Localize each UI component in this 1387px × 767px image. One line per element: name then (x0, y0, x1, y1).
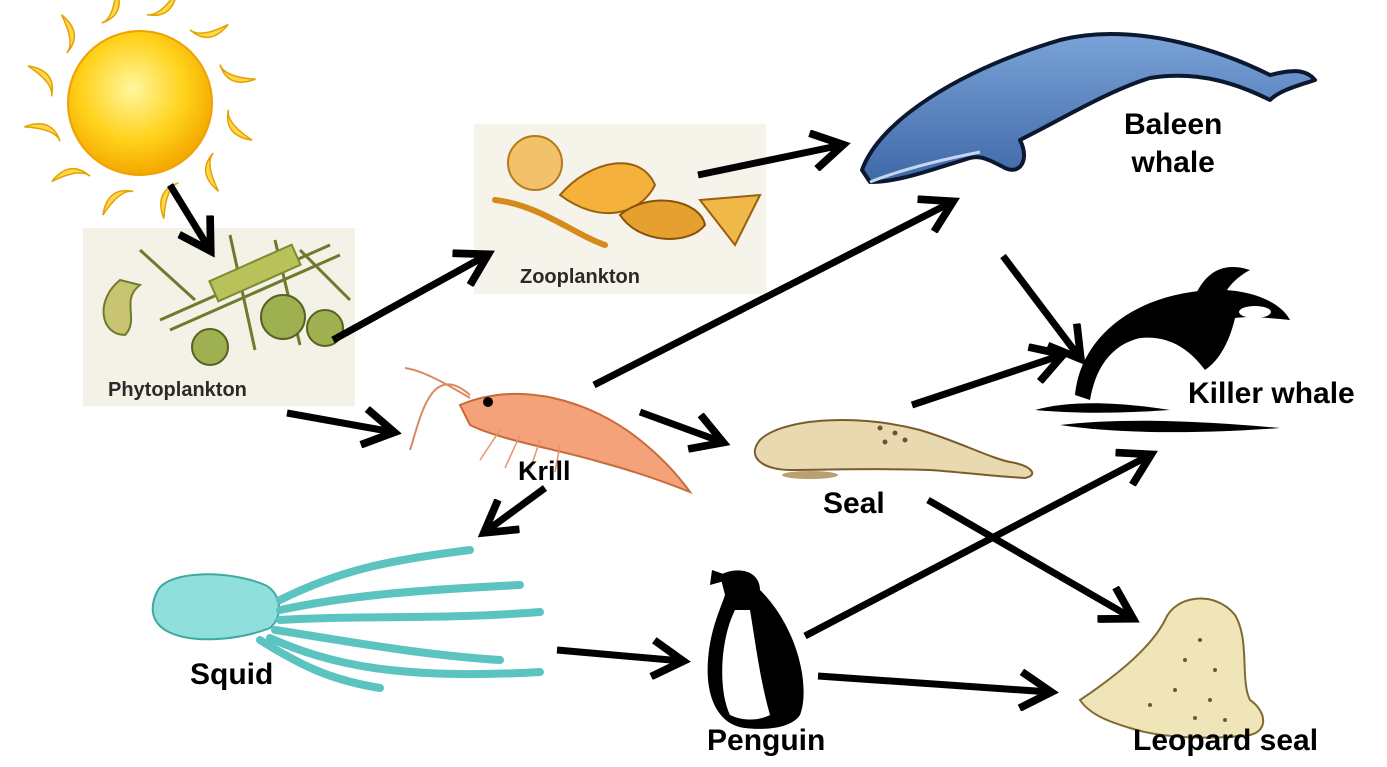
sun-ray (228, 110, 252, 140)
label-penguin: Penguin (707, 722, 825, 760)
arrow-krill-to-seal (640, 412, 722, 442)
sun-ray (220, 65, 256, 83)
arrow-baleen-whale-to-killer-whale (1003, 256, 1080, 358)
sun-ray (147, 0, 177, 15)
label-leopard-seal: Leopard seal (1133, 722, 1318, 760)
arrow-phytoplankton-to-krill (287, 413, 393, 432)
label-squid: Squid (190, 656, 273, 694)
sun-ray (62, 15, 75, 53)
leopard-seal-icon (1080, 599, 1263, 738)
arrow-squid-to-penguin (557, 650, 682, 661)
label-krill: Krill (518, 455, 571, 489)
arrow-penguin-to-leopard-seal (818, 676, 1050, 692)
arrow-krill-to-squid (485, 488, 545, 532)
sun-ray (24, 124, 60, 142)
sun-icon (24, 0, 255, 219)
label-seal: Seal (823, 485, 885, 523)
arrow-penguin-to-killer-whale (805, 455, 1150, 636)
sun-ray (28, 66, 52, 96)
label-zooplankton: Zooplankton (520, 265, 640, 290)
sun-ray (190, 25, 228, 38)
label-phytoplankton: Phytoplankton (108, 378, 247, 403)
label-baleen-whale: Baleen whale (1124, 106, 1222, 181)
sun-ray (206, 153, 219, 191)
label-killer-whale: Killer whale (1188, 375, 1355, 413)
arrow-phytoplankton-to-zooplankton (333, 255, 487, 340)
sun-ray (102, 0, 120, 23)
sun-ray (52, 169, 90, 182)
seal-icon (755, 420, 1032, 479)
sun-ray (103, 191, 133, 215)
baleen-whale-icon (862, 34, 1315, 182)
arrow-seal-to-killer-whale (912, 355, 1062, 405)
penguin-icon (708, 570, 804, 729)
